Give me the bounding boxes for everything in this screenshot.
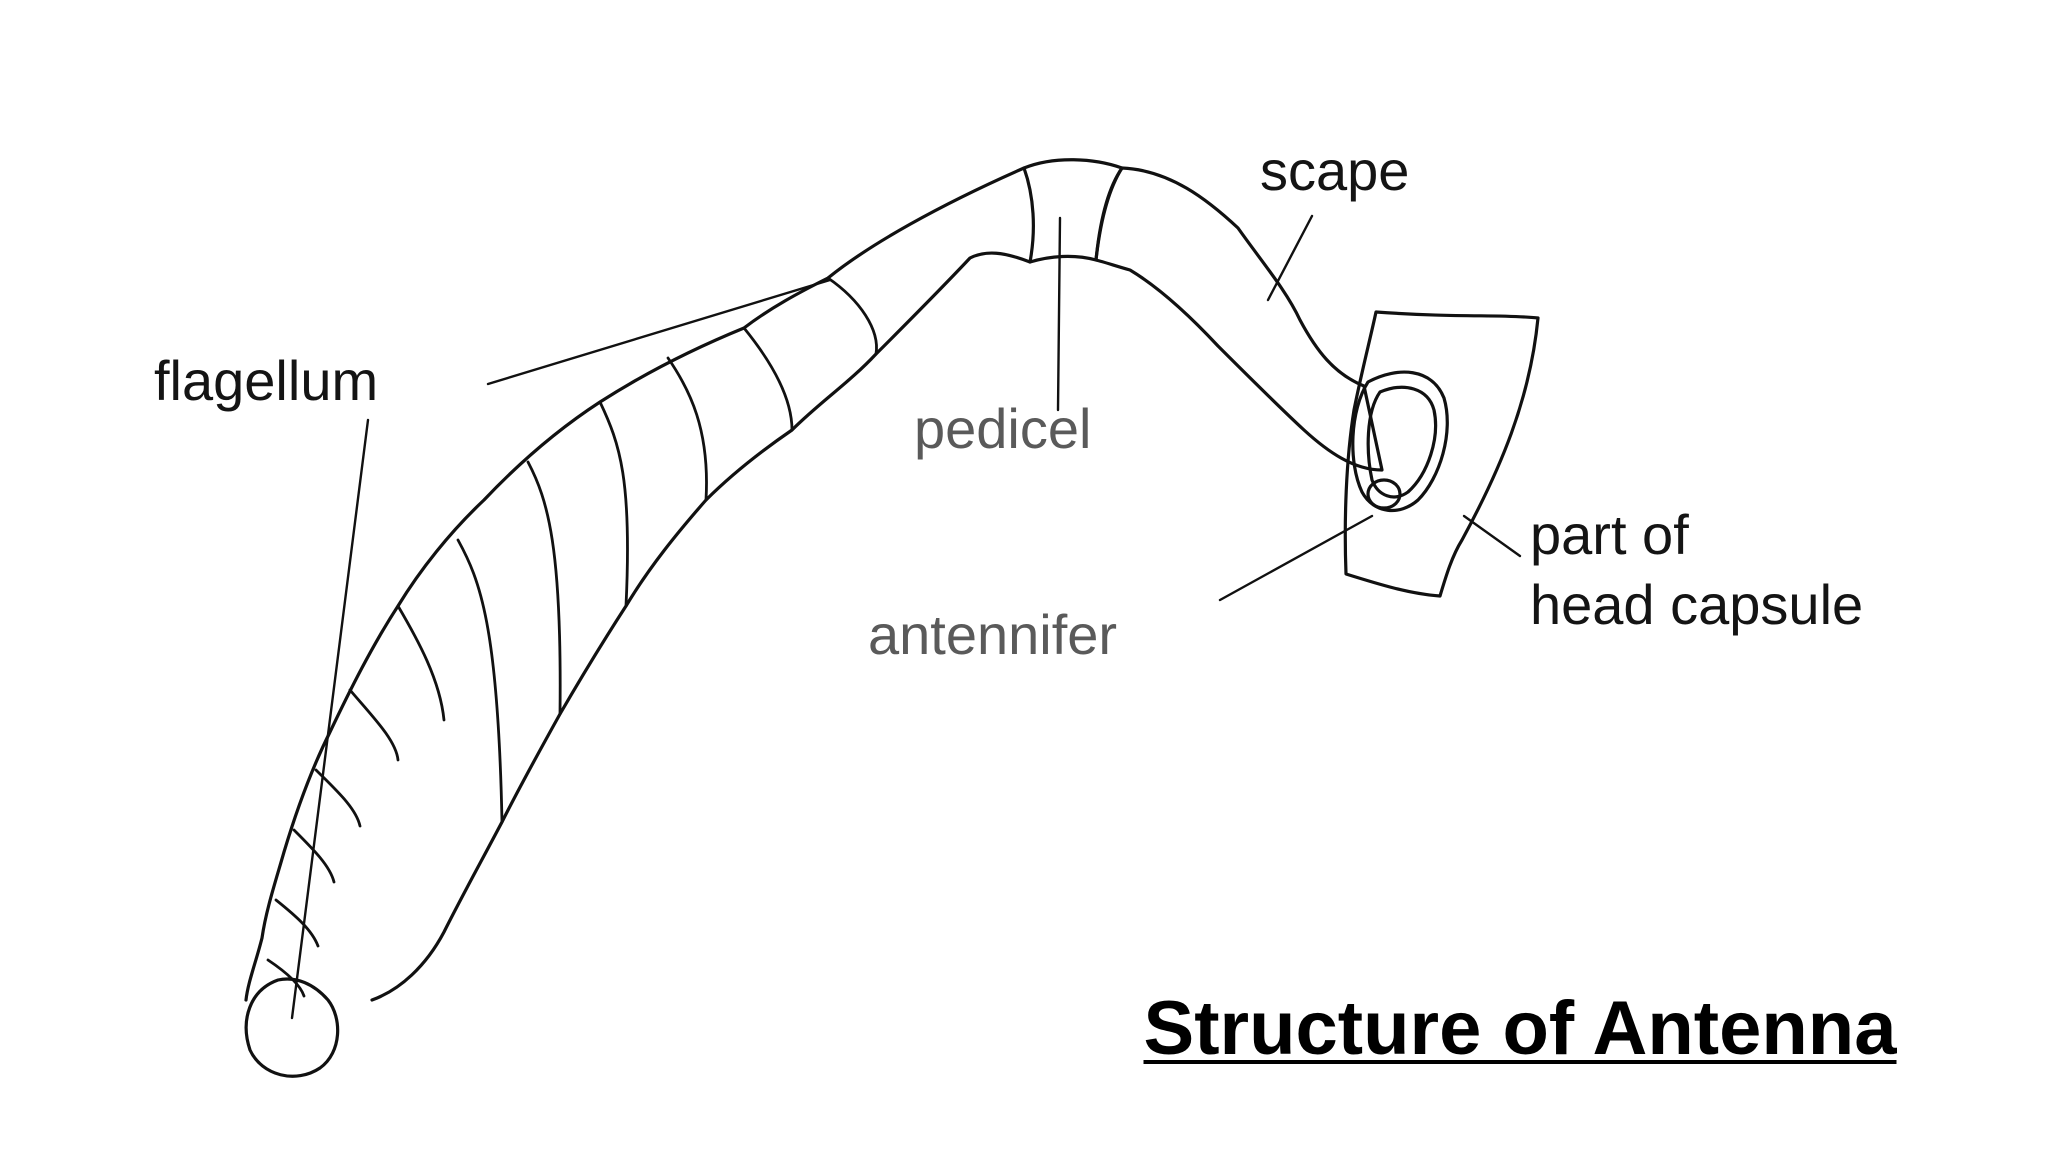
head-capsule-leader [1462,514,1522,558]
pedicel-segment [1022,158,1124,264]
antennifer-socket-inner [1366,385,1438,499]
head-capsule-outline [1343,310,1540,598]
label-antennifer: antennifer [868,603,1117,666]
flagellomere-joint [826,276,878,356]
pedicel-leader [1056,216,1062,412]
label-head-capsule-line2: head capsule [1530,573,1863,636]
label-scape: scape [1260,139,1409,202]
flagellomere-joint [314,768,362,828]
label-pedicel: pedicel [914,397,1091,460]
flagellomere-joint [666,356,708,502]
antennifer-socket [1351,370,1449,513]
scape-segment [1094,166,1384,472]
flagellomere-joint [526,460,562,716]
flagellomere-joint [742,326,794,432]
flagellum-inner-edge [370,251,1032,1002]
flagellomere-joint [274,898,320,948]
label-head-capsule-line1: part of [1530,503,1689,566]
flagellomere-joint [396,604,446,722]
flagellum-outer-edge [244,166,1026,1002]
antennifer-condyle [1366,478,1402,510]
diagram-title: Structure of Antenna [1143,986,1897,1071]
scape-leader [1266,214,1314,302]
label-flagellum: flagellum [154,349,378,412]
flagellum-tip [244,977,340,1078]
flagellomere-joint [292,828,336,884]
flagellum-leader-upper [486,278,832,386]
flagellomere-joint [348,688,400,762]
flagellomere-joint [598,400,629,608]
antennifer-leader [1218,514,1374,602]
flagellum-leader-lower [290,418,370,1020]
flagellomere-joint [456,538,504,824]
